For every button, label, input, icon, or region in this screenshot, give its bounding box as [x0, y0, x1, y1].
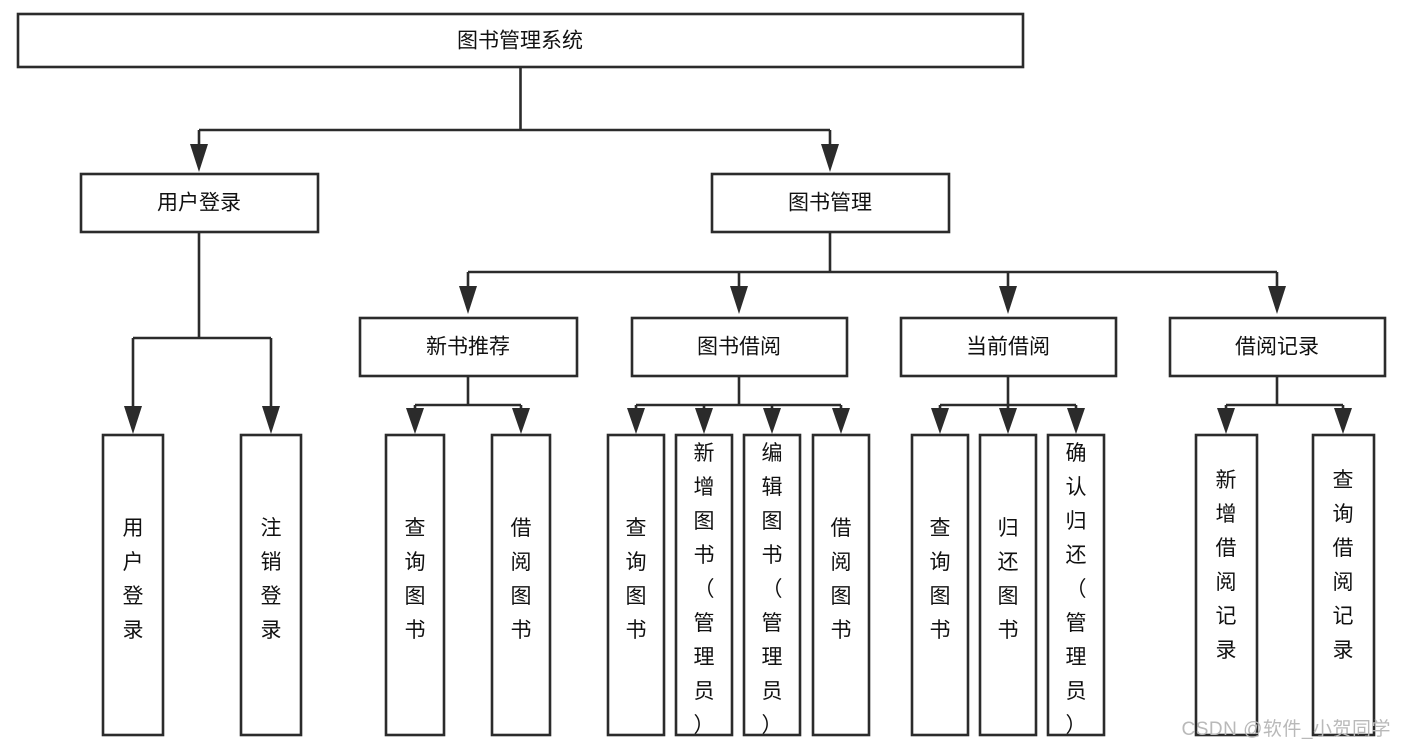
arrow-icon-br-2: [1334, 408, 1352, 434]
leaf-node[interactable]: 查询图书: [384, 433, 446, 737]
leaf-node[interactable]: 新增借阅记录: [1194, 433, 1259, 737]
arrow-icon-bb-4: [832, 408, 850, 434]
connector-group-user-login: [124, 232, 280, 434]
arrow-icon-cb-1: [931, 408, 949, 434]
arrow-icon-ul-1: [124, 406, 142, 434]
leaf-user-login-label: 用户登录: [123, 517, 144, 642]
leaf-node[interactable]: 查询图书: [606, 433, 666, 737]
leaf-bb-edit-label: 编辑图书（管理员）: [762, 442, 783, 737]
connector-group-new-book: [406, 376, 530, 434]
node-current-borrow-label: 当前借阅: [966, 336, 1050, 359]
node-borrow-record-label: 借阅记录: [1235, 336, 1319, 359]
arrow-icon-nb-1: [406, 408, 424, 434]
arrow-icon-bb-1: [627, 408, 645, 434]
leaf-node[interactable]: 编辑图书（管理员）: [742, 433, 802, 737]
connector-group-book-mgmt: [459, 232, 1286, 314]
arrow-icon-cb-2: [999, 408, 1017, 434]
leaf-bb-add-label: 新增图书（管理员）: [694, 442, 715, 737]
leaf-node[interactable]: 新增图书（管理员）: [674, 433, 734, 737]
leaf-nb-borrow-box[interactable]: [490, 433, 552, 737]
node-borrow-record[interactable]: 借阅记录: [1168, 316, 1387, 378]
leaf-br-add-box[interactable]: [1194, 433, 1259, 737]
leaf-bb-borrow-box[interactable]: [811, 433, 871, 737]
node-new-book-recommend[interactable]: 新书推荐: [358, 316, 579, 378]
node-new-book-recommend-box[interactable]: [358, 316, 579, 378]
leaf-logout-label: 注销登录: [261, 517, 282, 642]
leaf-logout-box[interactable]: [239, 433, 303, 737]
leaf-cb-query-box[interactable]: [910, 433, 970, 737]
node-new-book-recommend-label: 新书推荐: [426, 336, 510, 359]
arrow-icon-bb-2: [695, 408, 713, 434]
arrow-icon-root-2: [821, 144, 839, 172]
arrow-icon-bb-3: [763, 408, 781, 434]
leaf-node[interactable]: 借阅图书: [490, 433, 552, 737]
node-root[interactable]: 图书管理系统: [16, 12, 1025, 69]
leaf-nb-borrow-label: 借阅图书: [511, 517, 532, 642]
arrow-icon-ul-2: [262, 406, 280, 434]
node-user-login-label: 用户登录: [157, 192, 241, 215]
node-book-management-label: 图书管理: [788, 192, 872, 215]
node-book-management[interactable]: 图书管理: [710, 172, 951, 234]
leaf-bb-add-box[interactable]: [674, 433, 734, 737]
leaf-bb-query-box[interactable]: [606, 433, 666, 737]
node-book-borrow[interactable]: 图书借阅: [630, 316, 849, 378]
node-current-borrow-box[interactable]: [899, 316, 1118, 378]
leaf-cb-confirm-label: 确认归还（管理员）: [1066, 442, 1087, 737]
node-user-login[interactable]: 用户登录: [79, 172, 320, 234]
node-root-label: 图书管理系统: [457, 30, 583, 53]
arrow-icon-bm-4: [1268, 286, 1286, 314]
leaf-node[interactable]: 注销登录: [239, 433, 303, 737]
leaf-bb-edit-box[interactable]: [742, 433, 802, 737]
leaf-bb-query-label: 查询图书: [626, 517, 647, 642]
arrow-icon-bm-1: [459, 286, 477, 314]
node-book-management-box[interactable]: [710, 172, 951, 234]
leaf-nb-query-label: 查询图书: [405, 517, 426, 642]
node-root-box[interactable]: [16, 12, 1025, 69]
leaf-br-query-box[interactable]: [1311, 433, 1376, 737]
arrow-icon-cb-3: [1067, 408, 1085, 434]
leaf-cb-query-label: 查询图书: [930, 517, 951, 642]
node-book-borrow-box[interactable]: [630, 316, 849, 378]
arrow-icon-root-1: [190, 144, 208, 172]
leaf-br-add-label: 新增借阅记录: [1216, 469, 1237, 662]
connector-group-borrow-record: [1217, 376, 1352, 434]
connector-group-root: [190, 67, 839, 172]
leaf-nb-query-box[interactable]: [384, 433, 446, 737]
node-borrow-record-box[interactable]: [1168, 316, 1387, 378]
leaf-node[interactable]: 归还图书: [978, 433, 1038, 737]
leaf-node[interactable]: 查询图书: [910, 433, 970, 737]
arrow-icon-bm-2: [730, 286, 748, 314]
node-user-login-box[interactable]: [79, 172, 320, 234]
leaf-node[interactable]: 确认归还（管理员）: [1046, 433, 1106, 737]
leaf-node[interactable]: 查询借阅记录: [1311, 433, 1376, 737]
node-book-borrow-label: 图书借阅: [697, 336, 781, 359]
leaf-cb-return-box[interactable]: [978, 433, 1038, 737]
node-current-borrow[interactable]: 当前借阅: [899, 316, 1118, 378]
arrow-icon-nb-2: [512, 408, 530, 434]
leaf-node[interactable]: 用户登录: [101, 433, 165, 737]
arrow-icon-bm-3: [999, 286, 1017, 314]
connector-group-book-borrow: [627, 376, 850, 434]
leaf-br-query-label: 查询借阅记录: [1333, 469, 1354, 662]
leaf-user-login-box[interactable]: [101, 433, 165, 737]
leaf-cb-return-label: 归还图书: [998, 517, 1019, 642]
leaf-node[interactable]: 借阅图书: [811, 433, 871, 737]
arrow-icon-br-1: [1217, 408, 1235, 434]
leaf-bb-borrow-label: 借阅图书: [831, 517, 852, 642]
leaf-cb-confirm-box[interactable]: [1046, 433, 1106, 737]
connector-group-current-borrow: [931, 376, 1085, 434]
